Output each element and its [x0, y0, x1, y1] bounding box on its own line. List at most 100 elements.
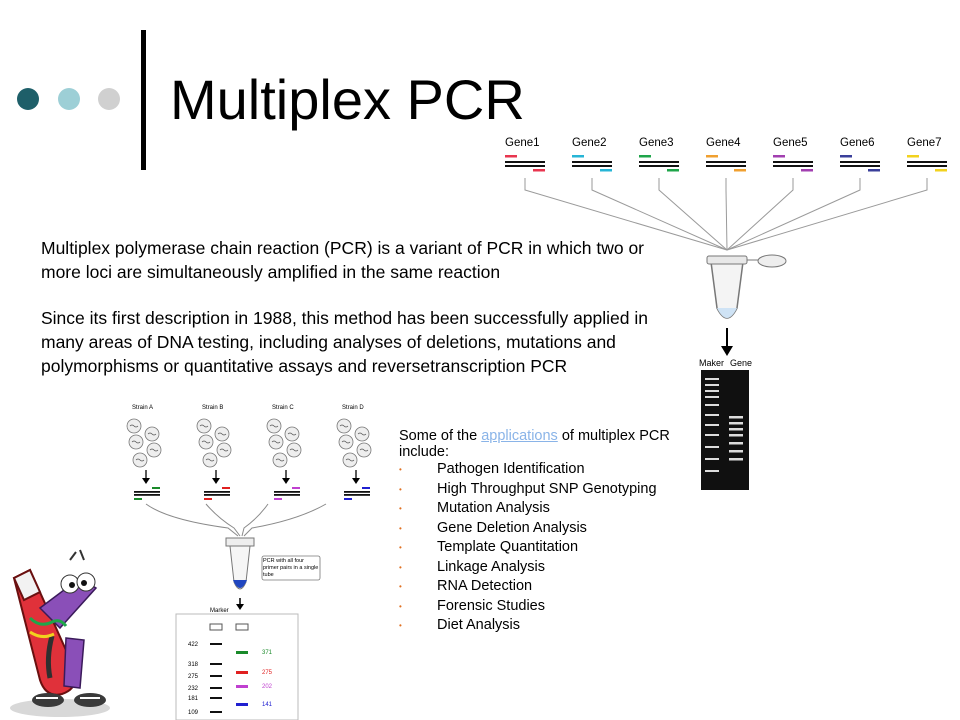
marker-size-label: 232 — [188, 686, 199, 692]
primer-forward-mark — [773, 155, 785, 158]
dna-strand-line — [204, 494, 230, 496]
marker-band — [210, 675, 222, 677]
application-item-label: Pathogen Identification — [437, 461, 585, 477]
convergence-line — [658, 178, 728, 251]
bullet-icon: • — [399, 601, 402, 611]
primer-forward-mark — [706, 155, 718, 158]
primer-reverse-mark — [344, 498, 352, 500]
application-item: • Pathogen Identification — [399, 460, 657, 480]
gene-band — [729, 434, 743, 437]
ladder-band — [705, 470, 719, 472]
dna-strand-line — [344, 494, 370, 496]
ladder-band — [705, 384, 719, 386]
gene-label: Gene7 — [907, 137, 942, 149]
page-title: Multiplex PCR — [170, 68, 525, 131]
marker-size-label: 318 — [188, 662, 199, 668]
test-tube-mascot-icon — [10, 549, 110, 717]
product-band — [236, 703, 248, 706]
paragraph-definition: Multiplex polymerase chain reaction (PCR… — [41, 238, 645, 282]
primer-forward-mark — [292, 487, 300, 489]
application-item: •RNA Detection — [399, 577, 657, 597]
dna-strand-line — [505, 165, 545, 167]
applications-list: •Pathogen Identification•High Throughput… — [399, 460, 657, 636]
dna-strand-line — [840, 165, 880, 167]
product-size-label: 371 — [262, 650, 273, 656]
primer-forward-mark — [152, 487, 160, 489]
bullet-icon: • — [399, 504, 402, 513]
primer-reverse-mark — [868, 169, 880, 172]
primer-forward-mark — [362, 487, 370, 489]
ladder-band — [705, 424, 719, 426]
primer-forward-mark — [907, 155, 919, 158]
application-item: • Forensic Studies — [399, 597, 657, 617]
multiplex-tube-icon — [225, 537, 255, 590]
marker-band — [210, 711, 222, 713]
gene-band — [729, 450, 743, 453]
ladder-band — [705, 404, 719, 406]
primer-forward-mark — [222, 487, 230, 489]
product-size-label: 275 — [262, 670, 273, 676]
dna-strand-line — [639, 165, 679, 167]
dna-strand-line — [773, 161, 813, 163]
application-item-label: Gene Deletion Analysis — [437, 519, 587, 536]
bullet-icon: • — [399, 465, 402, 474]
marker-size-label: 422 — [188, 642, 199, 648]
dna-strand-line — [274, 494, 300, 496]
marker-band — [210, 643, 222, 645]
ladder-band — [705, 396, 719, 398]
ladder-band — [705, 446, 719, 448]
strain-label: Strain C — [272, 405, 294, 411]
ladder-band — [705, 458, 719, 460]
convergence-line — [524, 178, 728, 251]
dna-strand-line — [134, 491, 160, 493]
gene-label: Gene6 — [840, 137, 875, 149]
strain-label: Strain D — [342, 405, 364, 411]
strain-label: Strain A — [132, 405, 153, 411]
dna-strand-line — [134, 494, 160, 496]
primer-forward-mark — [639, 155, 651, 158]
bullet-icon: • — [399, 562, 402, 572]
marker-label: Marker — [210, 608, 229, 614]
application-item: • Gene Deletion Analysis — [399, 519, 657, 539]
bullet-icon: • — [399, 543, 402, 552]
dna-strand-line — [907, 161, 947, 163]
bullet-icon: • — [399, 484, 402, 494]
primer-reverse-mark — [134, 498, 142, 500]
application-item-label: Forensic Studies — [437, 597, 545, 614]
ladder-band — [705, 378, 719, 380]
application-item: •Mutation Analysis — [399, 499, 657, 519]
gel-label-maker: Maker — [699, 358, 724, 368]
primer-reverse-mark — [667, 169, 679, 172]
marker-size-label: 109 — [188, 710, 199, 716]
marker-size-label: 275 — [188, 674, 199, 680]
gene-band — [729, 428, 743, 431]
product-size-label: 202 — [262, 684, 273, 690]
bullet-icon: • — [399, 523, 402, 533]
gene-band — [729, 422, 743, 425]
dna-strand-line — [204, 491, 230, 493]
primer-forward-mark — [505, 155, 517, 158]
paragraph-history: Since its first description in 1988, thi… — [41, 308, 648, 376]
applications-link[interactable]: applications — [481, 428, 558, 444]
convergence-line — [591, 178, 728, 251]
primer-reverse-mark — [801, 169, 813, 172]
product-band — [236, 685, 248, 688]
product-band — [236, 671, 248, 674]
decor-dot-3 — [98, 88, 120, 110]
arrow-down-icon — [212, 478, 220, 484]
primer-reverse-mark — [600, 169, 612, 172]
arrow-down-icon — [142, 478, 150, 484]
primer-forward-mark — [840, 155, 852, 158]
dna-strand-line — [505, 161, 545, 163]
dna-strand-line — [274, 491, 300, 493]
dna-strand-line — [907, 165, 947, 167]
ladder-band — [705, 390, 719, 392]
bullet-icon: • — [399, 582, 402, 591]
gene-label: Gene4 — [706, 137, 741, 149]
gene-band — [729, 416, 743, 419]
gene-label: Gene3 — [639, 137, 674, 149]
dna-strand-line — [639, 161, 679, 163]
dna-strand-line — [344, 491, 370, 493]
primer-reverse-mark — [734, 169, 746, 172]
